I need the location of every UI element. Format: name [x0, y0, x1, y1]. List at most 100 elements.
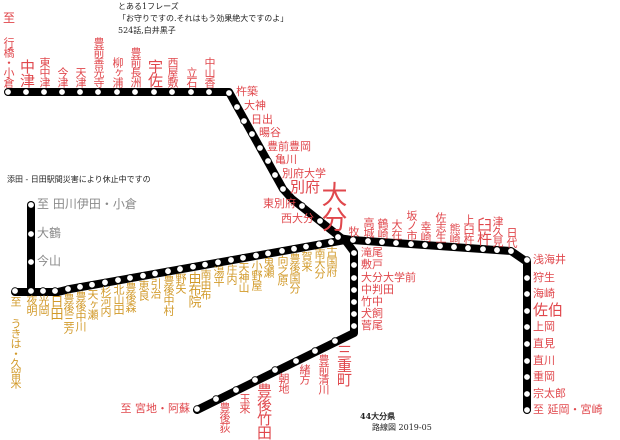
station-label[interactable]: 敷戸 — [361, 258, 383, 271]
station-label[interactable]: 津久見 — [491, 216, 504, 247]
station-label[interactable]: 由布院 — [185, 270, 201, 307]
station-label[interactable]: 湯平 — [212, 266, 225, 287]
station-label[interactable]: 佐志生 — [434, 212, 447, 243]
station-label[interactable]: 朝地 — [277, 373, 290, 393]
station-label[interactable]: 南大分 — [313, 248, 326, 279]
station-label[interactable]: 西屋敷 — [166, 57, 179, 87]
station-label[interactable]: 日田 — [47, 295, 63, 319]
station-label[interactable]: 至 田川伊田・小倉 — [37, 197, 137, 211]
station-label[interactable]: 上岡 — [533, 320, 555, 333]
station-label[interactable]: 豊前豊岡 — [267, 140, 311, 153]
station-label[interactable]: 海崎 — [533, 287, 555, 300]
phrase-title: とある1フレーズ — [118, 2, 179, 11]
station-label[interactable]: 杉河内 — [99, 286, 112, 317]
station-label[interactable]: 至 宮地・阿蘇 — [120, 402, 191, 415]
station-label[interactable]: 犬飼 — [361, 307, 383, 320]
station-label[interactable]: 行橋・小倉 — [2, 37, 15, 87]
station-label[interactable]: 玉来 — [238, 393, 251, 413]
station-label[interactable]: 豊後竹田 — [255, 383, 273, 439]
station-label[interactable]: 狩生 — [533, 271, 555, 284]
station-label[interactable]: 大在 — [390, 219, 403, 240]
station-label[interactable]: 大分大学前 — [361, 271, 416, 284]
station-dot — [151, 269, 159, 278]
station-label[interactable]: 臼杵 — [475, 217, 493, 246]
station-label[interactable]: 幸崎 — [419, 221, 432, 242]
station-label[interactable]: 別府 — [290, 178, 321, 196]
station-label[interactable]: 重岡 — [533, 370, 555, 383]
station-label[interactable]: 東中津 — [38, 57, 51, 87]
station-label[interactable]: 野矢 — [174, 273, 187, 294]
station-dot — [225, 89, 233, 97]
station-label[interactable]: 熊崎 — [448, 223, 461, 244]
station-label[interactable]: 東別府 — [263, 197, 296, 210]
station-label[interactable]: 高城 — [362, 217, 375, 238]
station-label[interactable]: 浅海井 — [533, 253, 566, 266]
station-label[interactable]: 直川 — [533, 354, 555, 367]
station-label[interactable]: 向之原 — [276, 254, 289, 285]
station-label[interactable]: 上臼杵 — [462, 214, 475, 245]
station-label[interactable]: 大神 — [244, 99, 266, 112]
station-label[interactable]: 豊後荻 — [218, 402, 231, 432]
station-label[interactable]: 中判田 — [361, 283, 394, 296]
station-dot — [523, 340, 531, 348]
station-label[interactable]: 恵良 — [137, 279, 150, 300]
station-label[interactable]: 豊後国分 — [288, 252, 301, 293]
station-label[interactable]: 坂ノ市 — [405, 210, 418, 241]
station-label[interactable]: 大鶴 — [37, 226, 62, 240]
station-label[interactable]: 鬼瀬 — [262, 257, 275, 278]
station-dot — [331, 337, 339, 345]
station-label[interactable]: 豊後中村 — [162, 275, 175, 316]
station-label[interactable]: 豊前長洲 — [129, 47, 142, 87]
station-label[interactable]: 豊後三芳 — [62, 293, 75, 333]
station-label[interactable]: 中山香 — [203, 57, 216, 87]
station-label[interactable]: 日出 — [251, 113, 273, 126]
station-label[interactable]: 至 延岡・宮崎 — [533, 403, 603, 416]
station-label[interactable]: 至 うきは・久留米 — [9, 296, 22, 388]
station-label[interactable]: 豊前善光寺 — [92, 37, 105, 87]
station-label[interactable]: 天ヶ瀬 — [86, 288, 99, 319]
station-label[interactable]: 大分 — [317, 181, 347, 231]
station-label[interactable]: 豊前清川 — [317, 354, 330, 394]
station-label[interactable]: 別府大学 — [282, 167, 326, 180]
station-label[interactable]: 古国府 — [325, 246, 338, 277]
station-label[interactable]: 亀川 — [275, 153, 297, 166]
station-dot — [349, 236, 357, 244]
station-label[interactable]: 柳ヶ浦 — [111, 57, 124, 87]
station-label[interactable]: 佐伯 — [533, 301, 564, 319]
station-label[interactable]: 直見 — [533, 337, 555, 350]
station-label[interactable]: 西大分 — [281, 212, 314, 225]
station-dot — [76, 283, 84, 291]
station-label[interactable]: 滝尾 — [361, 246, 383, 259]
station-dot — [233, 103, 241, 111]
station-label[interactable]: 竹中 — [361, 295, 383, 308]
station-label[interactable]: 天津 — [74, 67, 87, 87]
station-label[interactable]: 日代 — [505, 227, 518, 248]
station-label[interactable]: 光岡 — [37, 295, 50, 315]
station-label[interactable]: 中津 — [18, 59, 36, 87]
station-label[interactable]: 立石 — [185, 67, 198, 87]
station-label[interactable]: 南由布 — [199, 268, 212, 299]
station-label[interactable]: 暘谷 — [259, 126, 281, 139]
station-label[interactable]: 鶴崎 — [376, 218, 389, 239]
station-label[interactable]: 北山田 — [112, 284, 125, 315]
station-dot — [252, 251, 260, 260]
station-label[interactable]: 賀来 — [300, 250, 313, 271]
station-label[interactable]: 緒方 — [298, 364, 311, 384]
station-dot — [350, 298, 358, 306]
station-label[interactable]: 菅尾 — [361, 319, 383, 332]
station-label[interactable]: 小野屋 — [250, 259, 263, 290]
station-label[interactable]: 豊後中川 — [74, 290, 87, 331]
station-label[interactable]: 牧 — [347, 226, 360, 236]
station-label[interactable]: 豊後森 — [124, 281, 137, 312]
station-label[interactable]: 宗太郎 — [533, 387, 566, 400]
station-label[interactable]: 杵築 — [236, 85, 258, 98]
station-label[interactable]: 庄内 — [225, 263, 238, 284]
station-label[interactable]: 今山 — [37, 254, 62, 268]
station-dot — [264, 157, 272, 165]
station-label[interactable]: 宇佐 — [146, 59, 164, 87]
station-label[interactable]: 天神山 — [237, 261, 250, 292]
station-label[interactable]: 三重町 — [335, 344, 353, 386]
station-label[interactable]: 夜明 — [25, 295, 38, 315]
station-label[interactable]: 引治 — [149, 277, 162, 298]
station-label[interactable]: 今津 — [56, 67, 69, 87]
